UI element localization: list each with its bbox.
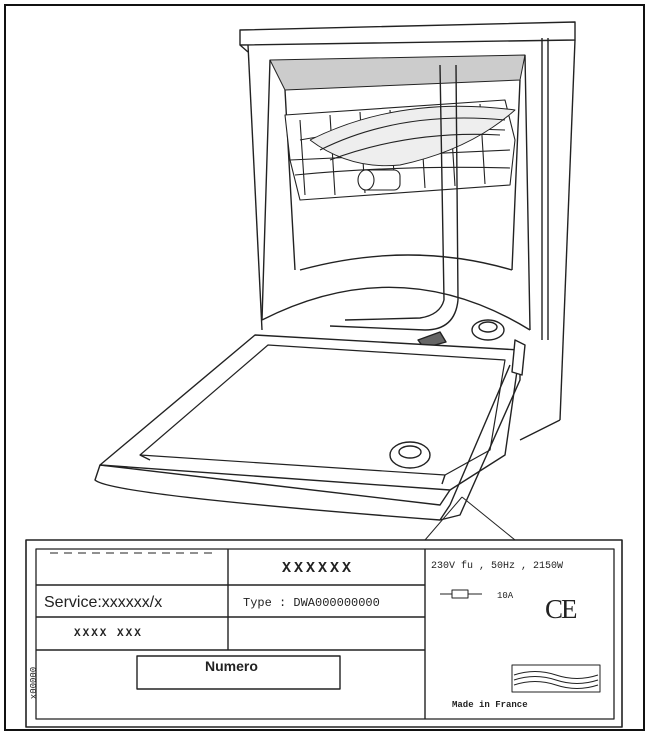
figure-frame	[4, 4, 645, 731]
plate-top-code: XXXXXX	[282, 560, 355, 577]
cabinet-body	[247, 38, 576, 441]
open-door	[94, 334, 526, 521]
rating-plate	[25, 539, 623, 728]
plate-code-row: XXXX XXX	[74, 628, 143, 640]
spray-arm-tube	[329, 64, 459, 331]
plate-service-code: Service:xxxxxx/x	[44, 594, 163, 611]
dish-rack	[284, 99, 516, 201]
ce-mark: CE	[545, 594, 577, 624]
plate-numero: Numero	[205, 658, 258, 674]
plate-type-code: Type : DWA000000000	[243, 596, 380, 610]
plate-electrical-rating: 230V fu , 50Hz , 2150W	[431, 561, 564, 572]
plate-made-in: Made in France	[452, 700, 528, 710]
bottom-filter	[417, 319, 505, 349]
cabinet-top	[239, 21, 576, 53]
callout-lines	[424, 496, 516, 541]
plate-vertical-code: x00000	[29, 666, 40, 700]
plate-fuse-rating: 10A	[497, 591, 514, 601]
